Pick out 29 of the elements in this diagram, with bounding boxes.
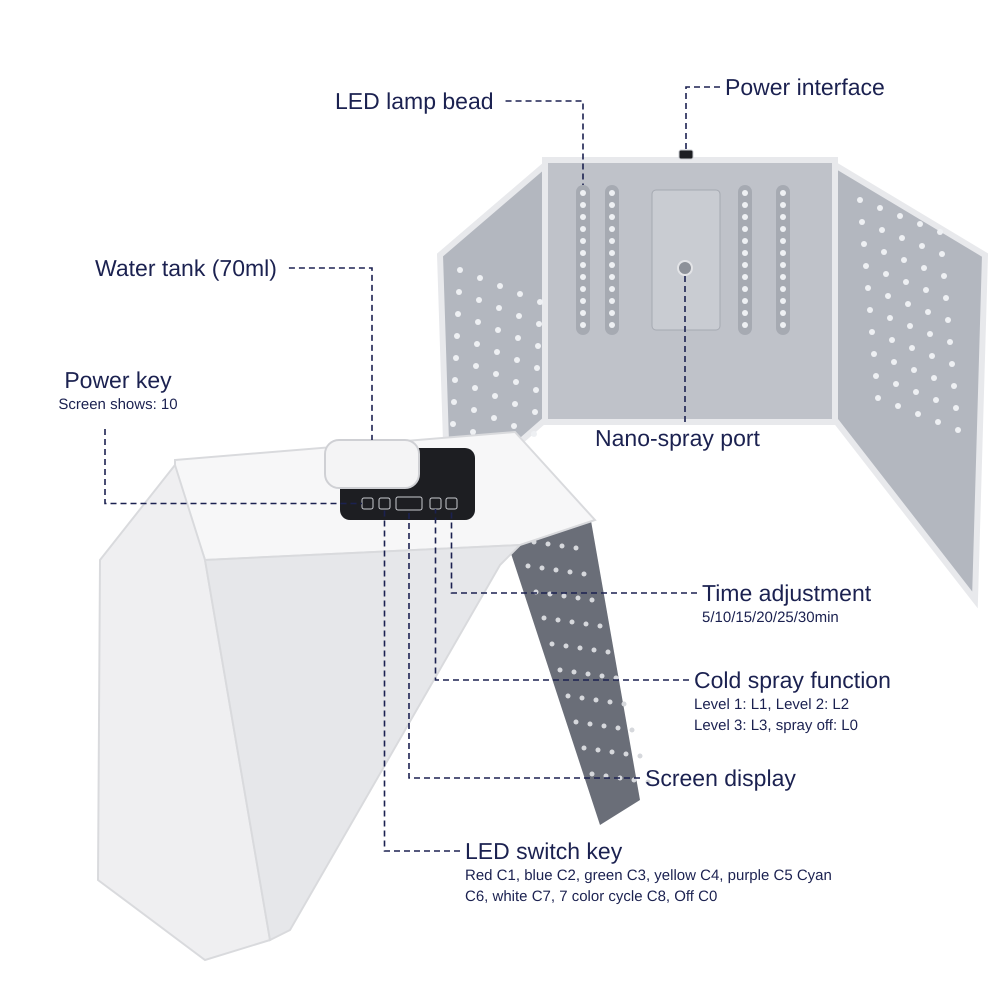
callout-label: Power interface	[725, 73, 885, 101]
callout-label: Time adjustment	[702, 579, 872, 607]
callout-label: LED lamp bead	[335, 87, 494, 115]
callout-description: Screen shows: 10	[57, 395, 179, 415]
callout-label: Power key	[64, 366, 172, 394]
callout-label: Water tank (70ml)	[95, 254, 277, 282]
callout-label: LED switch key	[465, 837, 624, 865]
callout-label: Screen display	[645, 764, 796, 792]
water-tank-cap	[324, 439, 420, 489]
spray-nozzle	[677, 260, 693, 276]
leader-line	[506, 100, 584, 185]
callout-description: Level 1: L1, Level 2: L2 Level 3: L3, spray off: L0	[694, 695, 859, 736]
control-key	[378, 498, 390, 510]
callout-label: Cold spray function	[694, 666, 891, 694]
power-port	[678, 150, 694, 160]
leader-line	[104, 429, 362, 504]
control-key	[430, 498, 442, 510]
display-screen	[396, 496, 422, 510]
leader-line	[434, 509, 689, 681]
control-key	[446, 498, 458, 510]
callout-description: 5/10/15/20/25/30min	[702, 608, 840, 628]
leader-line	[685, 86, 720, 150]
callout-description: Red C1, blue C2, green C3, yellow C4, purple C5 Cyan C6, white C7, 7 color cycle C8, Off C0	[465, 866, 833, 907]
callout-label: Nano-spray port	[595, 424, 760, 452]
control-key	[362, 498, 374, 510]
leader-line	[288, 267, 373, 440]
leader-line	[408, 510, 640, 779]
leader-line	[684, 275, 686, 422]
leader-line	[384, 509, 460, 852]
